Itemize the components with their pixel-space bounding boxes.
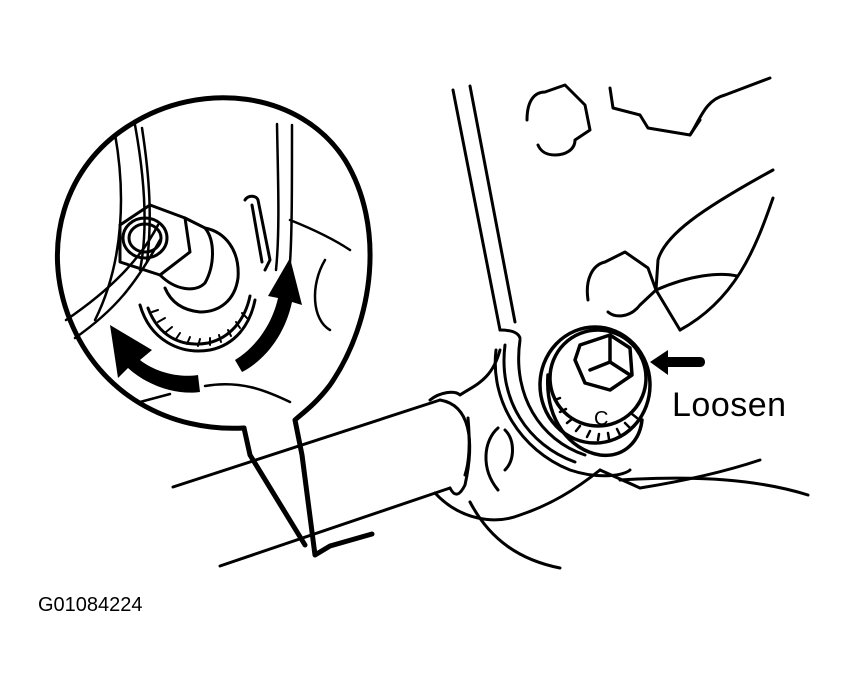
bushing-rings <box>493 338 810 497</box>
middle-bolt <box>585 168 775 332</box>
rotate-arrow-right-icon <box>235 258 302 372</box>
adjusting-bolt <box>538 325 652 457</box>
detail-bolt <box>118 194 272 353</box>
detail-magnifier-circle <box>55 95 375 558</box>
rotate-arrow-left-icon <box>110 325 200 393</box>
cam-mark-label: C <box>594 408 609 430</box>
lower-arm <box>171 348 602 570</box>
detail-cam-teeth <box>151 309 248 347</box>
figure-id: G01084224 <box>38 594 143 616</box>
detail-bracket <box>64 122 352 404</box>
loosen-label: Loosen <box>672 386 787 424</box>
loosen-arrow-icon <box>650 350 705 375</box>
bracket-strap <box>451 84 522 340</box>
cam-washer-teeth <box>553 396 639 442</box>
upper-bolt <box>525 76 772 157</box>
